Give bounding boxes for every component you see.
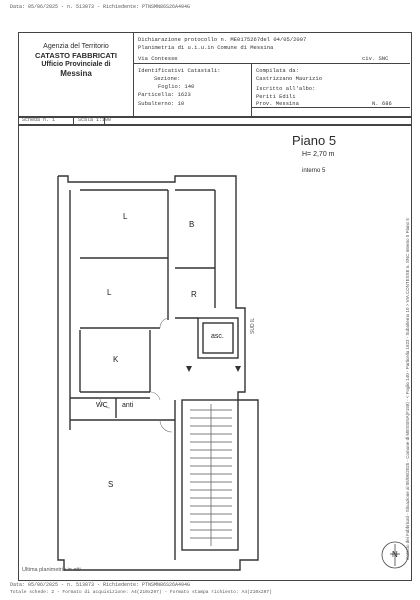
subalterno: Subalterno: 10: [138, 100, 185, 107]
foglio: Foglio: 140: [158, 83, 195, 90]
top-stamp: Data: 05/06/2025 - n. 513073 - Richieden…: [10, 4, 191, 10]
scheda: Scheda n. 1: [22, 117, 56, 123]
planimetria: Planimetria di u.i.u.in Comune di Messin…: [138, 44, 274, 51]
room-asc: asc.: [211, 333, 224, 340]
room-wc: WC: [96, 402, 108, 409]
drawing-frame: [18, 124, 412, 581]
footer-line2: Totale schede: 2 - Formato di acquisizio…: [10, 590, 272, 595]
identificativi: Identificativi Catastali:: [138, 67, 221, 74]
room-k: K: [113, 355, 119, 364]
ultima-planimetria: Ultima planimetria in atti: [22, 567, 81, 573]
sezione: Sezione:: [154, 75, 181, 82]
compilata: Compilata da:: [256, 67, 299, 74]
iscritto: Iscritto all'albo:: [256, 85, 316, 92]
prov: Prov. Messina: [256, 100, 299, 107]
room-anti: anti: [122, 402, 134, 409]
scala: Scala 1:100: [78, 117, 112, 123]
particella: Particella: 1623: [138, 91, 191, 98]
header-frame: [18, 32, 412, 118]
compilatore: Castrizzano Maurizio: [256, 75, 323, 82]
dichiarazione: Dichiarazione protocollo n. ME0175267del…: [138, 36, 307, 43]
via: Via Contesse: [138, 55, 178, 62]
room-r: R: [191, 290, 197, 299]
n-number: N. 686: [372, 100, 392, 107]
albo: Periti Edili: [256, 93, 296, 100]
piano-label: Piano 5: [292, 133, 337, 148]
sud-label: SUD IL: [250, 317, 256, 334]
civ: civ. SNC: [362, 55, 389, 62]
footer-line1: Data: 05/06/2025 - n. 513073 - Richieden…: [10, 582, 191, 588]
agency-line3: Ufficio Provinciale di: [41, 61, 111, 68]
room-l1: L: [123, 212, 128, 221]
agency-line2: CATASTO FABBRICATI: [35, 51, 117, 60]
agency-block: Agenzia del Territorio CATASTO FABBRICAT…: [20, 42, 132, 79]
compass-letter: N: [392, 550, 398, 559]
room-l2: L: [107, 288, 112, 297]
side-text: Catasto dei Fabbricati - Situazione al 0…: [405, 218, 410, 560]
interno-label: interno 5: [302, 168, 326, 174]
scheda-row: [18, 116, 412, 126]
agency-line4: Messina: [60, 69, 92, 78]
agency-line1: Agenzia del Territorio: [43, 43, 109, 50]
altezza-label: H= 2,70 m: [302, 151, 335, 158]
room-b: B: [189, 220, 195, 229]
room-s: S: [108, 480, 114, 489]
